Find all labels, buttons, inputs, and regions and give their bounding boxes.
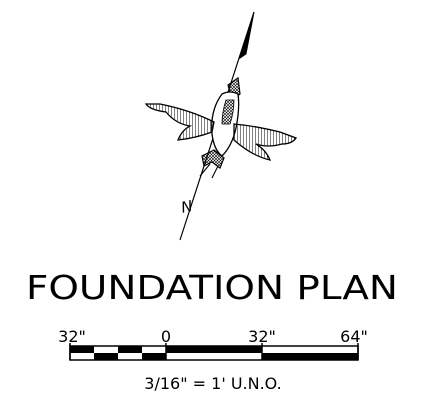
- north-arrow-bird-icon: N: [144, 11, 297, 241]
- bird-right-wing: [233, 123, 297, 161]
- bird-legs: [199, 163, 219, 179]
- north-arrow-head: [239, 11, 255, 60]
- north-label: N: [179, 197, 194, 217]
- bird-left-wing: [144, 103, 215, 141]
- plan-title: FOUNDATION PLAN: [26, 268, 398, 307]
- scale-tick-label: 64": [340, 327, 368, 346]
- scale-bar-block: [142, 353, 166, 360]
- scale-bar-block: [166, 346, 262, 353]
- scale-bar-block: [118, 346, 142, 353]
- scale-tick-label: 32": [58, 327, 86, 346]
- scale-bar-block: [262, 353, 358, 360]
- scale-tick-label: 0: [161, 327, 171, 346]
- scale-bar-block: [94, 353, 118, 360]
- scale-bar: 32" 0 32" 64" 3/16" = 1' U.N.O.: [58, 327, 368, 393]
- scale-tick-label: 32": [248, 327, 276, 346]
- bird-tail: [201, 149, 225, 169]
- scale-note: 3/16" = 1' U.N.O.: [144, 374, 281, 393]
- scale-bar-block: [70, 346, 94, 353]
- bird-body-pattern: [221, 99, 235, 125]
